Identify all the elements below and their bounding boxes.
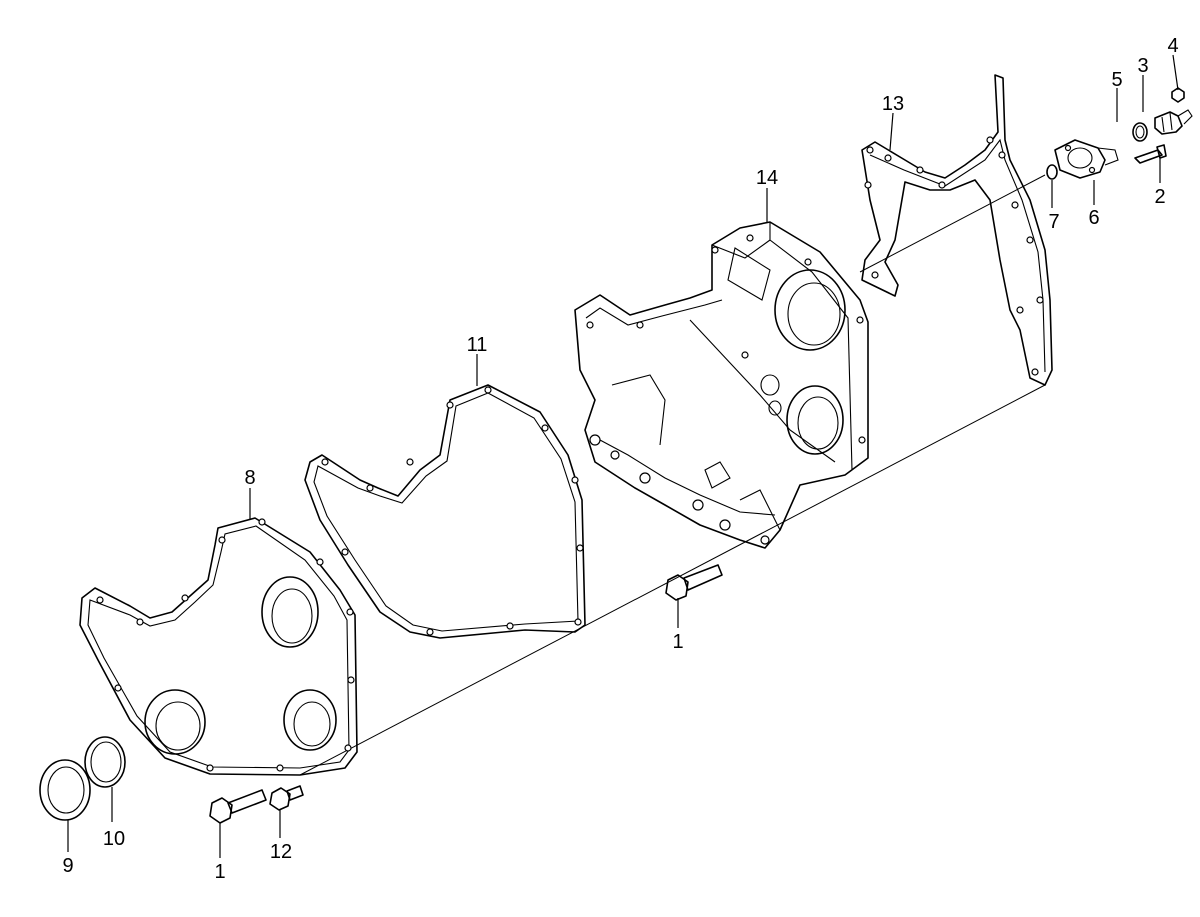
callout-9: 9 — [62, 855, 73, 877]
leader-lines — [67, 54, 1179, 858]
callout-1-upper: 1 — [672, 631, 683, 653]
callout-labels: 1 1 2 3 4 5 6 7 8 9 10 11 12 13 14 — [62, 35, 1178, 883]
part-bolt-b — [665, 564, 723, 601]
callout-4: 4 — [1167, 35, 1178, 57]
callout-5: 5 — [1111, 69, 1122, 91]
callout-12: 12 — [270, 841, 292, 863]
callout-10: 10 — [103, 828, 125, 850]
callout-11: 11 — [467, 334, 488, 356]
part-sensor — [1154, 109, 1193, 135]
part-o-ring — [1132, 122, 1148, 142]
callout-2: 2 — [1154, 186, 1165, 208]
part-front-cover — [79, 517, 358, 776]
callout-6: 6 — [1088, 207, 1099, 229]
callout-13: 13 — [882, 93, 904, 115]
callout-1-lower: 1 — [214, 861, 225, 883]
part-o-ring-small — [1046, 164, 1058, 180]
callout-3: 3 — [1137, 55, 1148, 77]
callout-14: 14 — [756, 167, 778, 189]
callout-8: 8 — [244, 467, 255, 489]
part-housing-gasket — [861, 74, 1053, 386]
part-ring — [84, 736, 126, 788]
part-bolt-a — [209, 789, 267, 824]
part-small-screw — [1134, 144, 1167, 164]
part-flange-cover — [1054, 139, 1119, 179]
part-nut — [1171, 87, 1185, 103]
part-seal — [39, 759, 91, 821]
part-bolt-small — [269, 785, 304, 811]
part-gasket — [304, 384, 586, 639]
callout-7: 7 — [1048, 211, 1059, 233]
assembly-axis-lines — [299, 174, 1046, 776]
part-gear-housing — [574, 221, 869, 549]
